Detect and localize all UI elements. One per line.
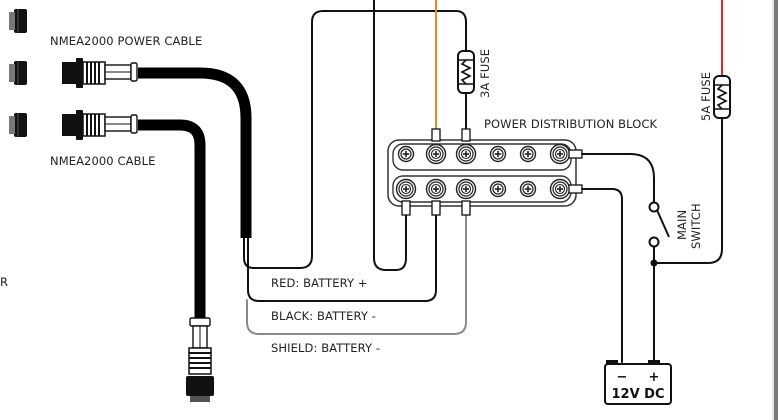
nmea2000-cable	[138, 119, 206, 318]
nmea2000-power-cable	[138, 67, 252, 238]
fuse-3a-icon	[457, 50, 475, 94]
scrollbar[interactable]	[774, 0, 778, 420]
terminal-top-3	[455, 143, 477, 165]
battery-negative-symbol: −	[617, 370, 628, 385]
terminal-top-2	[425, 143, 447, 165]
nmea2000-cable-bottom-connector	[186, 317, 214, 402]
nmea2000-cable-connector	[61, 109, 138, 141]
label-5a-fuse: 5A FUSE	[699, 72, 713, 121]
label-shield-battery-negative: SHIELD: BATTERY -	[271, 341, 380, 355]
terminal-bottom-4	[489, 180, 507, 198]
terminal-top-1	[397, 145, 415, 163]
label-cut-off-fragment: R	[0, 275, 8, 289]
terminal-bottom-3	[455, 178, 477, 200]
battery-positive-symbol: +	[649, 370, 660, 385]
wire-switch-to-5a-fuse	[653, 117, 723, 264]
terminal-bottom-6	[549, 178, 571, 200]
wire-shield-battery-negative	[246, 213, 467, 335]
power-distribution-block	[387, 128, 583, 216]
battery-voltage-label: 12V DC	[611, 387, 664, 402]
female-connector-bottom	[8, 112, 28, 138]
terminal-bottom-2	[425, 178, 447, 200]
wire-block-to-main-switch	[581, 153, 655, 204]
nmea2000-power-cable-connector	[61, 57, 138, 89]
label-nmea2000-cable: NMEA2000 CABLE	[50, 154, 155, 168]
terminal-top-4	[489, 145, 507, 163]
wire-black-battery-negative	[247, 213, 437, 302]
wire-black-loop	[373, 0, 407, 271]
battery-12v: − + 12V DC	[604, 360, 672, 405]
label-main-switch-line1: MAIN	[675, 210, 689, 240]
fuse-5a-icon	[713, 75, 731, 119]
terminal-top-6	[549, 143, 571, 165]
terminal-top-5	[519, 145, 537, 163]
label-nmea2000-power-cable: NMEA2000 POWER CABLE	[50, 34, 202, 48]
label-black-battery-negative: BLACK: BATTERY -	[271, 309, 376, 323]
terminal-bottom-5	[519, 180, 537, 198]
female-connector-top	[8, 8, 28, 34]
terminal-bottom-1	[395, 178, 417, 200]
label-main-switch-line2: SWITCH	[689, 203, 703, 249]
wire-block-to-battery-negative	[581, 188, 623, 363]
label-red-battery-positive: RED: BATTERY +	[271, 276, 368, 290]
female-connector-middle	[8, 60, 28, 86]
label-3a-fuse: 3A FUSE	[478, 49, 492, 98]
label-power-distribution-block: POWER DISTRIBUTION BLOCK	[484, 117, 658, 131]
main-switch	[648, 201, 670, 248]
scrollbar-gutter	[772, 0, 774, 420]
